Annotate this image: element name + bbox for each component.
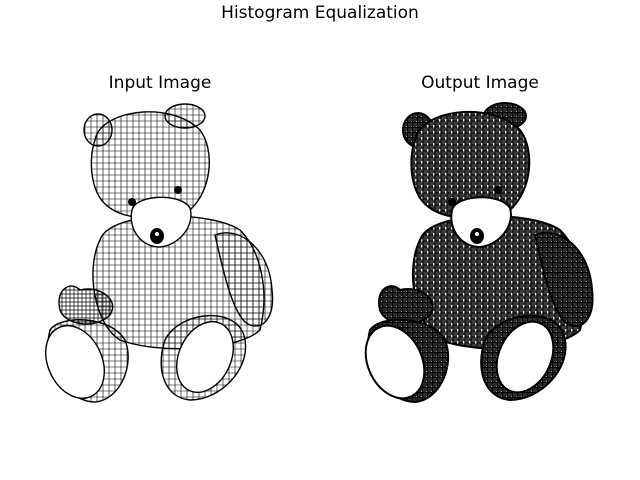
input-panel: Input Image <box>40 72 280 412</box>
output-panel: Output Image <box>360 72 600 412</box>
figure-title: Histogram Equalization <box>221 3 419 23</box>
input-image <box>45 103 274 403</box>
input-image-title: Input Image <box>108 73 212 93</box>
output-image-title: Output Image <box>421 73 539 93</box>
output-image <box>364 102 594 404</box>
